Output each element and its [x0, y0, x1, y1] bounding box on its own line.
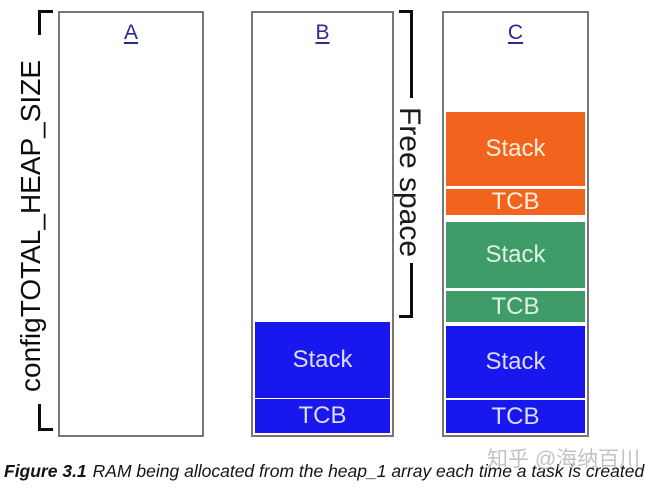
free-space-label: Free space — [393, 106, 426, 258]
block-c-stack-task1: Stack — [446, 326, 585, 398]
free-space-bracket-bottom — [399, 263, 413, 318]
heap-column-c: C Stack TCB Stack TCB Stack TCB — [442, 11, 589, 437]
figure-caption-text: RAM being allocated from the heap_1 arra… — [92, 461, 645, 481]
column-c-label: C — [507, 21, 524, 44]
block-b-tcb: TCB — [255, 399, 390, 433]
free-space-bracket-top — [399, 10, 413, 98]
heap-column-a: A — [58, 11, 204, 437]
heap-column-b: B Stack TCB — [251, 11, 394, 437]
figure-caption-number: Figure 3.1 — [4, 461, 87, 481]
block-b-stack: Stack — [255, 322, 390, 398]
heap-size-label: configTOTAL_HEAP_SIZE — [15, 60, 46, 392]
block-c-stack-task2: Stack — [446, 222, 585, 288]
block-c-stack-task3: Stack — [446, 112, 585, 186]
block-c-tcb-task2: TCB — [446, 291, 585, 322]
column-a-label: A — [123, 21, 138, 44]
column-b-label: B — [315, 21, 330, 44]
watermark-text: 知乎 @海纳百川 — [487, 448, 641, 471]
block-c-tcb-task3: TCB — [446, 189, 585, 215]
heap-size-bracket-top-tick — [38, 10, 53, 35]
heap-size-bracket-bottom-tick — [38, 404, 53, 431]
block-c-tcb-task1: TCB — [446, 400, 585, 433]
